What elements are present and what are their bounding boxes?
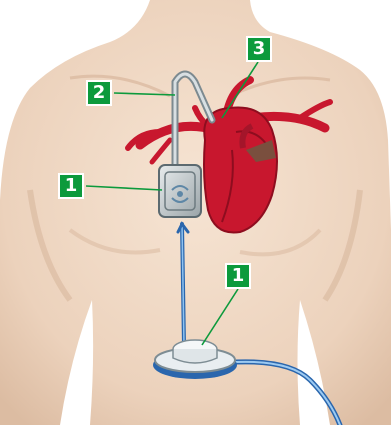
implanted-pump xyxy=(159,165,201,217)
callout-heart: 3 xyxy=(246,36,272,62)
callout-internal-pump: 1 xyxy=(58,173,84,199)
callout-external-unit: 1 xyxy=(225,263,251,289)
callout-tube: 2 xyxy=(86,80,112,106)
